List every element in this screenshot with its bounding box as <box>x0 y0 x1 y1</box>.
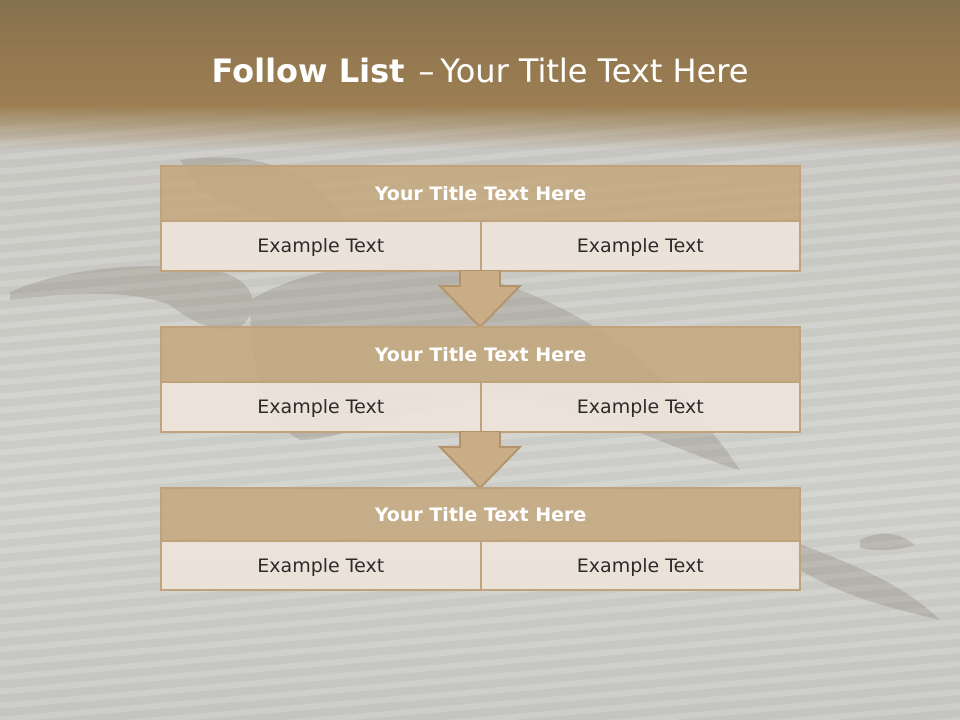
step-1-right-cell: Example Text <box>481 222 801 272</box>
step-row-2: Example Text Example Text <box>160 383 801 433</box>
title-rest: Your Title Text Here <box>440 52 749 90</box>
title-dash: – <box>418 52 435 90</box>
step-box-1: Your Title Text Here Example Text Exampl… <box>160 165 801 272</box>
step-row-3: Example Text Example Text <box>160 542 801 591</box>
slide-title: Follow List–Your Title Text Here <box>0 52 960 90</box>
title-bold: Follow List <box>211 52 405 90</box>
step-2-left-cell: Example Text <box>160 383 482 433</box>
step-1-left-cell: Example Text <box>160 222 482 272</box>
step-title-3: Your Title Text Here <box>160 487 801 542</box>
header-band <box>0 0 960 150</box>
down-arrow-icon <box>438 270 522 328</box>
down-arrow-icon <box>438 431 522 489</box>
step-3-right-cell: Example Text <box>481 542 801 591</box>
step-title-1: Your Title Text Here <box>160 165 801 222</box>
step-row-1: Example Text Example Text <box>160 222 801 272</box>
step-box-3: Your Title Text Here Example Text Exampl… <box>160 487 801 591</box>
step-box-2: Your Title Text Here Example Text Exampl… <box>160 326 801 433</box>
step-2-right-cell: Example Text <box>481 383 801 433</box>
step-title-2: Your Title Text Here <box>160 326 801 383</box>
step-3-left-cell: Example Text <box>160 542 482 591</box>
